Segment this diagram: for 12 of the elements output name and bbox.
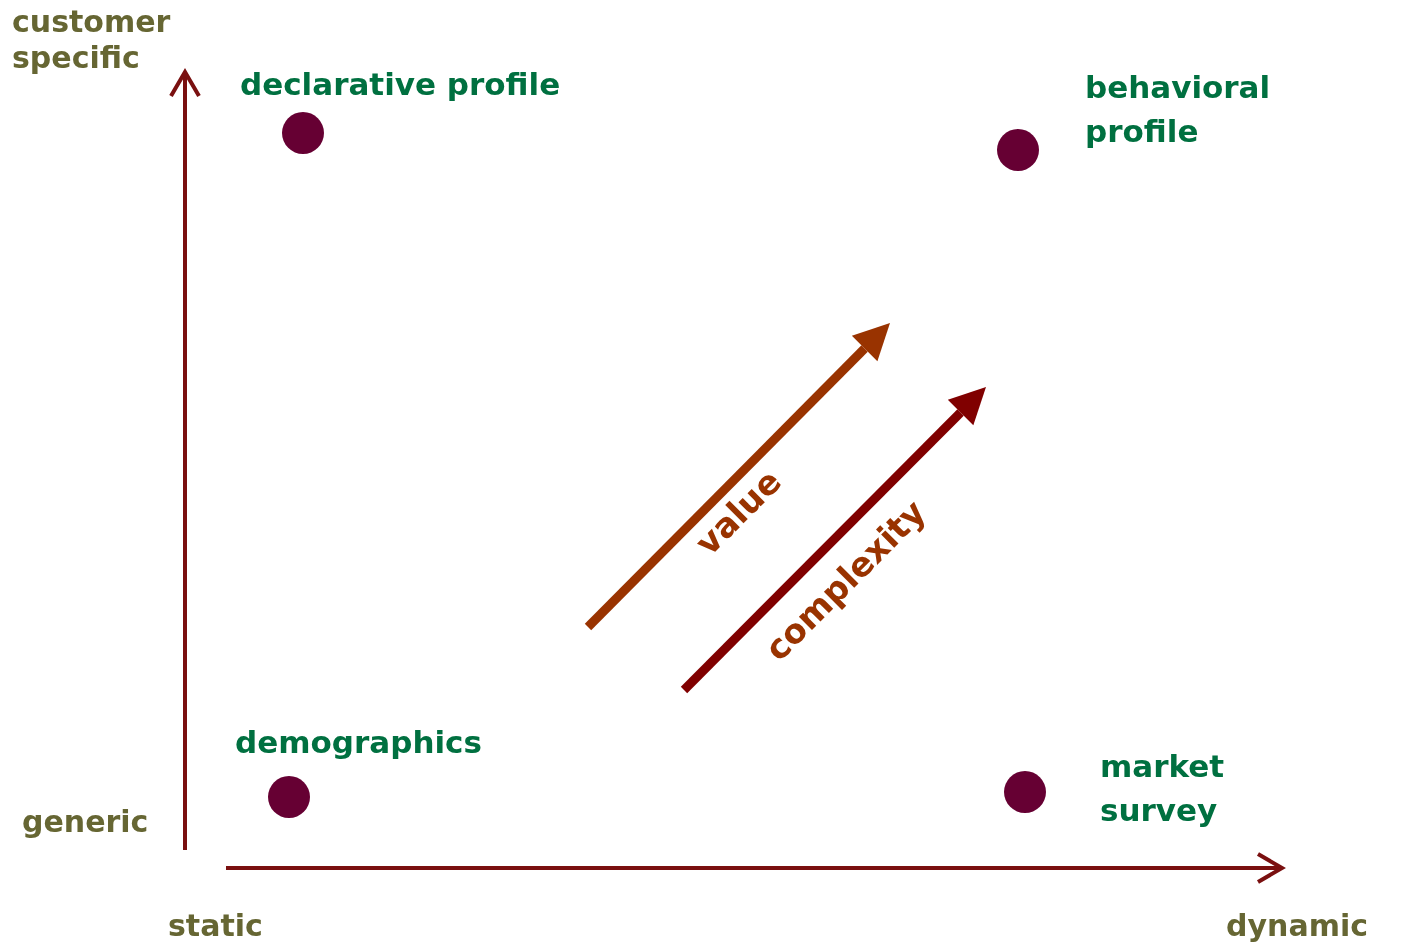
point-label: behavioral profile — [1085, 68, 1272, 151]
data-point — [997, 129, 1039, 171]
axis-label: dynamic — [1226, 908, 1369, 944]
point-label: market survey — [1100, 747, 1226, 830]
data-point — [268, 776, 310, 818]
point-label: declarative profile — [240, 65, 562, 104]
point-label: demographics — [235, 723, 483, 762]
axis-label: generic — [22, 804, 150, 840]
data-point — [1004, 771, 1046, 813]
axis-label: static — [168, 908, 264, 944]
axis-label: customer specific — [12, 4, 172, 76]
data-point — [282, 112, 324, 154]
